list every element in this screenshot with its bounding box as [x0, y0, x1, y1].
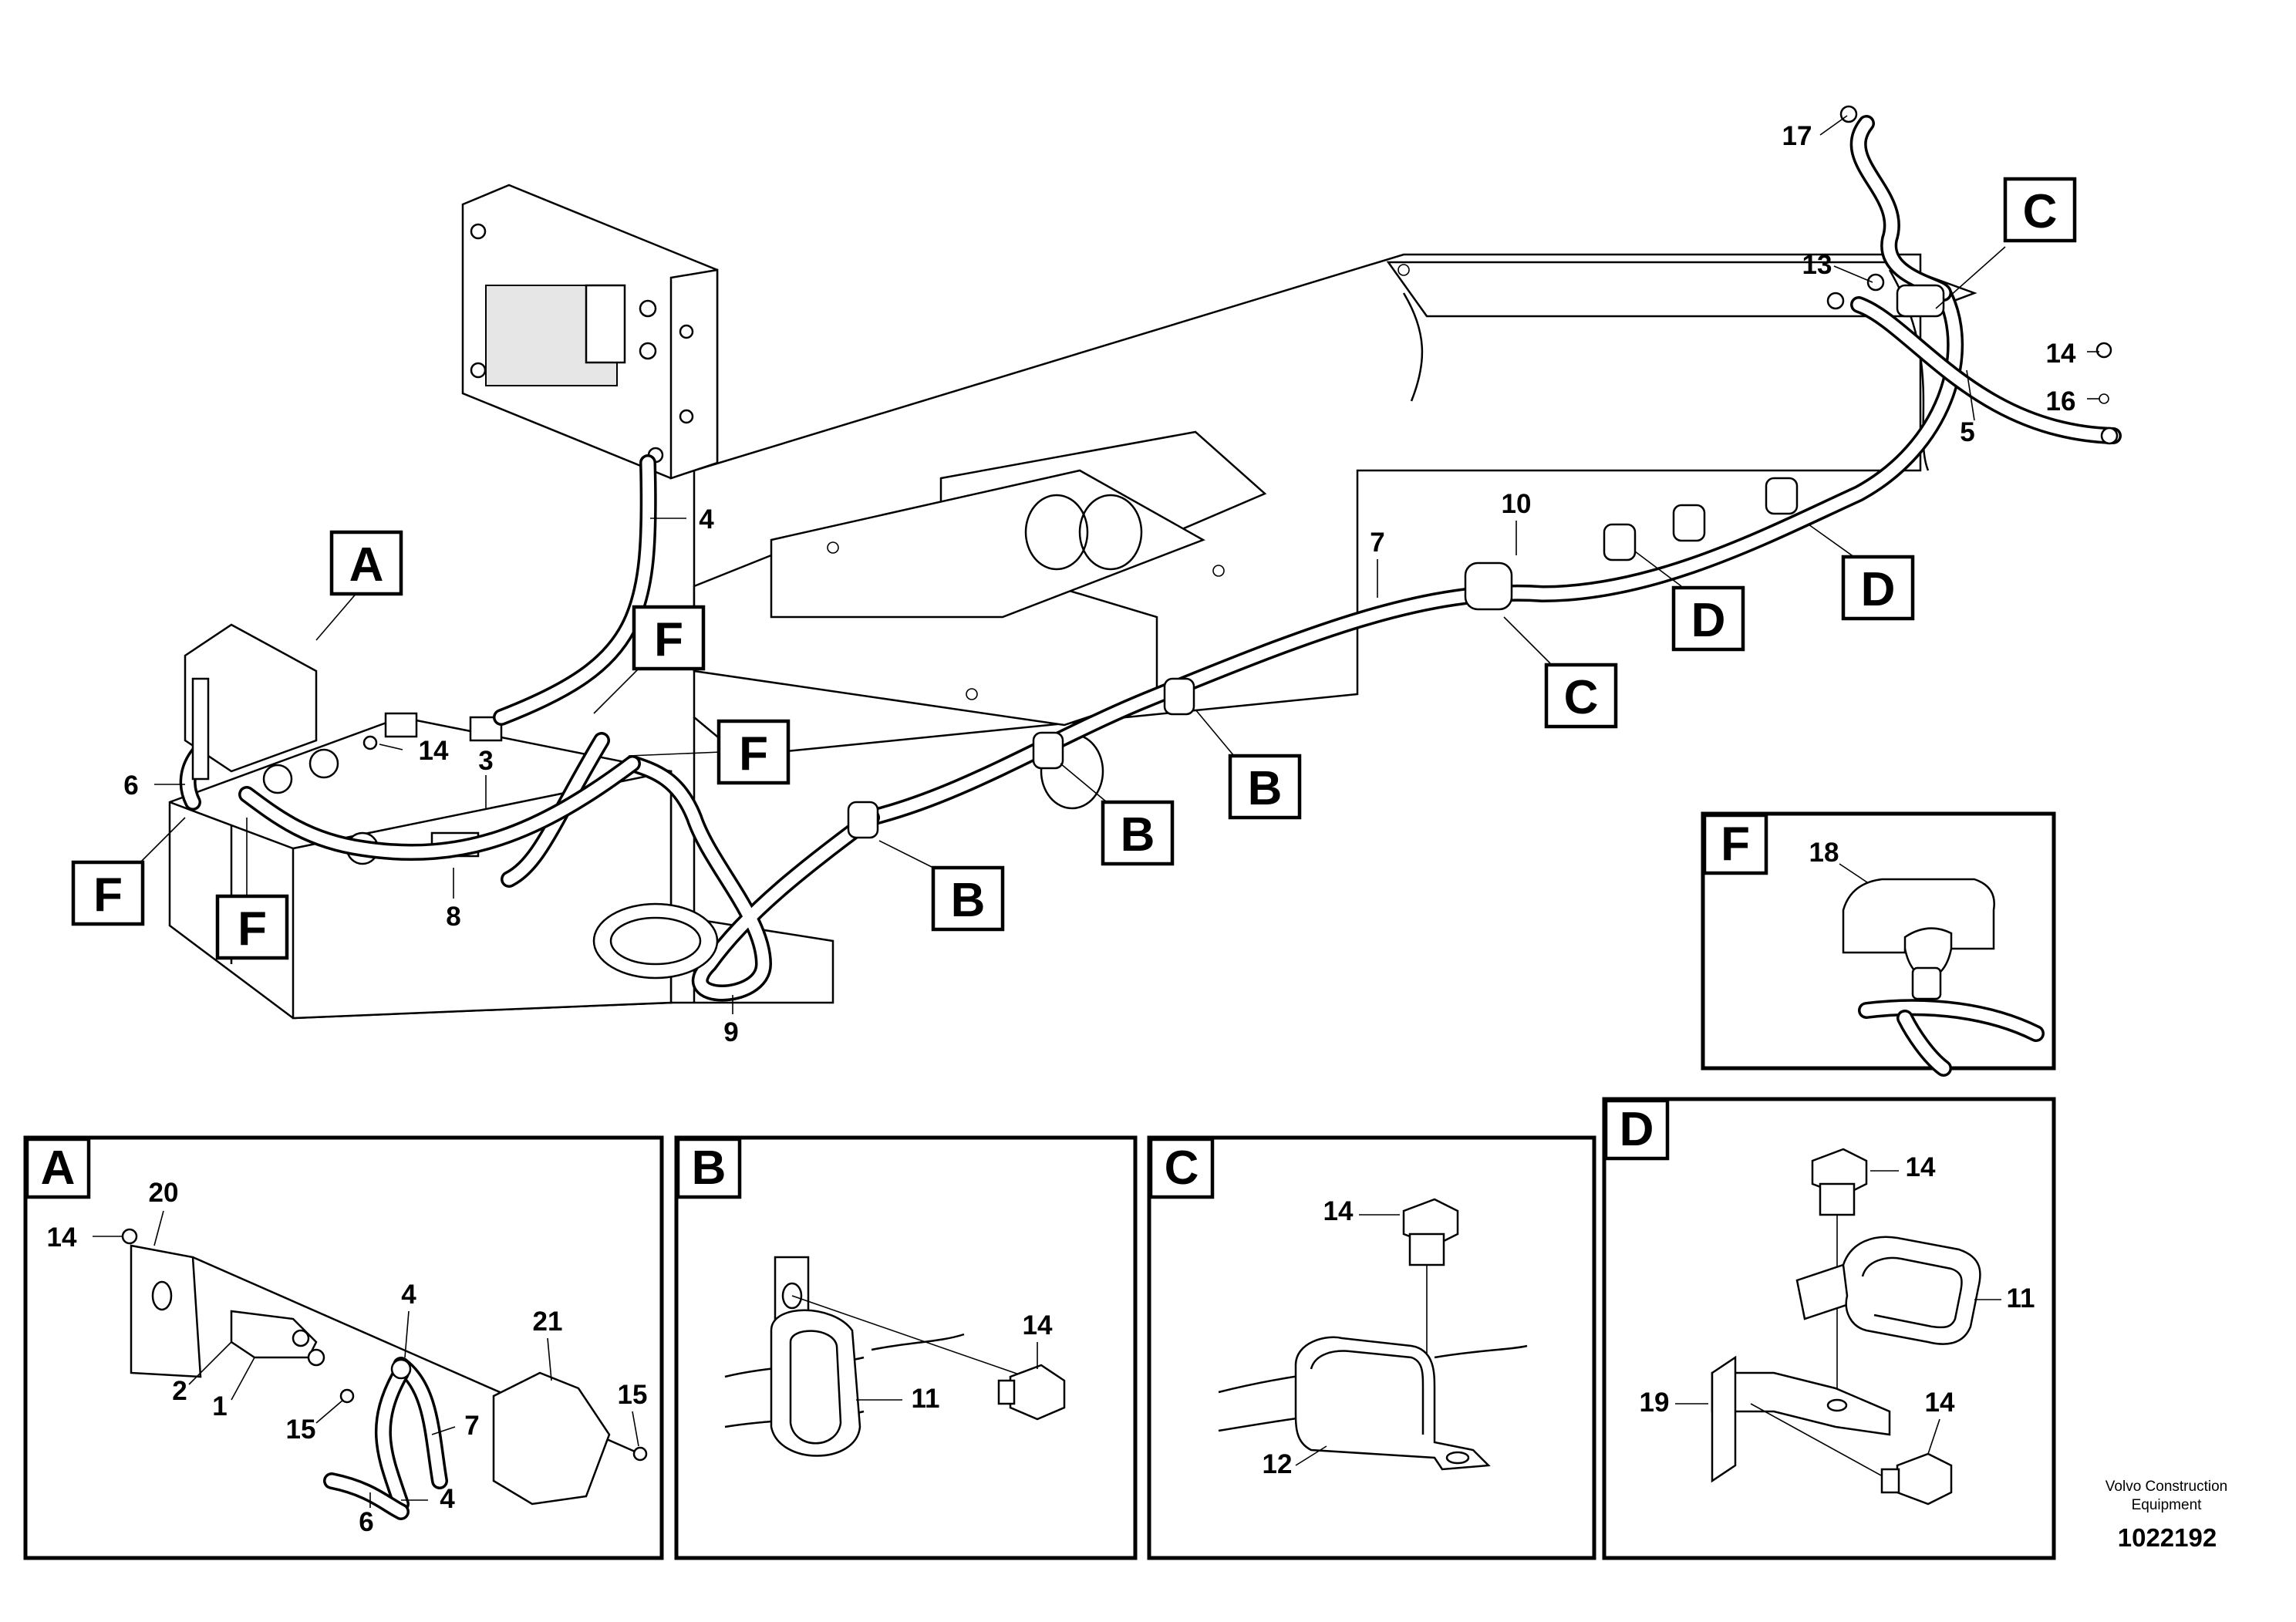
- detail-c-panel: C 14 12: [1147, 1135, 1596, 1560]
- detail-b-callout-14: 14: [1023, 1310, 1053, 1340]
- callout-9: 9: [723, 1017, 738, 1047]
- detail-ref-b-mid[interactable]: B: [1101, 800, 1175, 866]
- detail-ref-f-mid[interactable]: F: [716, 719, 791, 785]
- detail-f-callout-18: 18: [1809, 838, 1839, 868]
- detail-ref-d-right[interactable]: D: [1841, 555, 1915, 621]
- svg-text:B: B: [1248, 762, 1283, 815]
- detail-d-callout-11: 11: [2007, 1283, 2035, 1313]
- detail-d-callout-14-bottom: 14: [1925, 1388, 1955, 1418]
- detail-a-callout-15-right: 15: [618, 1380, 648, 1410]
- svg-text:D: D: [1691, 594, 1726, 647]
- detail-b-callout-11: 11: [912, 1384, 940, 1414]
- callout-3: 3: [478, 746, 493, 776]
- svg-text:C: C: [2023, 185, 2058, 238]
- detail-a-callout-20: 20: [149, 1178, 179, 1208]
- detail-a-callout-14: 14: [47, 1222, 77, 1253]
- svg-text:F: F: [654, 613, 683, 666]
- leader-lines: [138, 115, 2099, 1014]
- detail-b-title: B: [692, 1141, 727, 1195]
- detail-a-callout-4: 4: [401, 1280, 416, 1310]
- detail-b-panel: B 14 11: [674, 1135, 1138, 1560]
- detail-a-callout-21: 21: [533, 1307, 563, 1337]
- detail-c-title: C: [1165, 1141, 1199, 1195]
- relay-housing: [184, 623, 318, 781]
- detail-d-callout-19: 19: [1640, 1388, 1670, 1418]
- svg-text:F: F: [739, 727, 768, 781]
- svg-text:B: B: [1121, 808, 1155, 862]
- detail-f-panel: F 18: [1701, 811, 2056, 1077]
- detail-a-callout-7: 7: [464, 1411, 479, 1441]
- callout-4: 4: [699, 504, 714, 534]
- detail-c-callout-12: 12: [1263, 1449, 1293, 1479]
- detail-c-callout-14: 14: [1323, 1196, 1354, 1226]
- cable-harness: [179, 115, 2122, 1002]
- main-callouts: 17 13 14 16 5 10 7 4 14 3 6 8 9: [123, 121, 2076, 1047]
- detail-a-callout-4b: 4: [440, 1484, 455, 1514]
- company-name-line1: Volvo Construction: [2106, 1479, 2227, 1495]
- detail-ref-f-left[interactable]: F: [71, 860, 145, 926]
- control-unit: [461, 184, 719, 480]
- detail-a-panel: A 20 14 2 1 4 21 15 15 7 6: [23, 1135, 664, 1560]
- detail-a-title: A: [41, 1141, 76, 1195]
- detail-ref-a[interactable]: A: [329, 530, 403, 596]
- svg-text:F: F: [238, 902, 267, 956]
- callout-6: 6: [123, 771, 138, 801]
- detail-ref-b-right[interactable]: B: [1228, 754, 1302, 820]
- battery-pack: [168, 712, 673, 1020]
- callout-10: 10: [1502, 489, 1532, 519]
- svg-text:A: A: [349, 538, 384, 592]
- callout-7: 7: [1370, 528, 1384, 558]
- detail-ref-f-low[interactable]: F: [215, 894, 289, 960]
- company-name-line2: Equipment: [2132, 1497, 2203, 1513]
- detail-a-callout-2: 2: [172, 1376, 187, 1406]
- detail-d-callout-14-top: 14: [1906, 1152, 1936, 1182]
- svg-text:B: B: [951, 874, 986, 927]
- detail-f-title: F: [1721, 818, 1750, 871]
- footer-block: Volvo Construction Equipment 1022192: [2106, 1479, 2227, 1552]
- detail-ref-b-left[interactable]: B: [931, 865, 1005, 932]
- detail-a-callout-15-left: 15: [286, 1415, 316, 1445]
- callout-8: 8: [446, 902, 460, 932]
- detail-d-title: D: [1620, 1103, 1654, 1156]
- detail-ref-c-top[interactable]: C: [2003, 177, 2077, 243]
- detail-ref-f-top[interactable]: F: [632, 605, 706, 671]
- callout-13: 13: [1802, 250, 1832, 280]
- detail-d-panel: D 14 11 19 14: [1602, 1097, 2056, 1560]
- machine-frame: [531, 253, 1977, 1004]
- svg-text:D: D: [1861, 563, 1896, 616]
- cable-clips: [847, 284, 1945, 839]
- callout-17: 17: [1782, 121, 1812, 151]
- document-number: 1022192: [2118, 1523, 2217, 1552]
- detail-ref-c-mid[interactable]: C: [1544, 663, 1618, 729]
- detail-a-callout-1: 1: [212, 1391, 227, 1421]
- svg-text:C: C: [1564, 671, 1599, 724]
- callout-16: 16: [2046, 386, 2076, 416]
- detail-a-callout-6: 6: [359, 1507, 373, 1537]
- detail-ref-d-mid[interactable]: D: [1671, 585, 1745, 652]
- callout-14-battery: 14: [419, 736, 449, 766]
- callout-5: 5: [1960, 417, 1974, 447]
- callout-14: 14: [2046, 339, 2076, 369]
- svg-text:F: F: [93, 868, 123, 922]
